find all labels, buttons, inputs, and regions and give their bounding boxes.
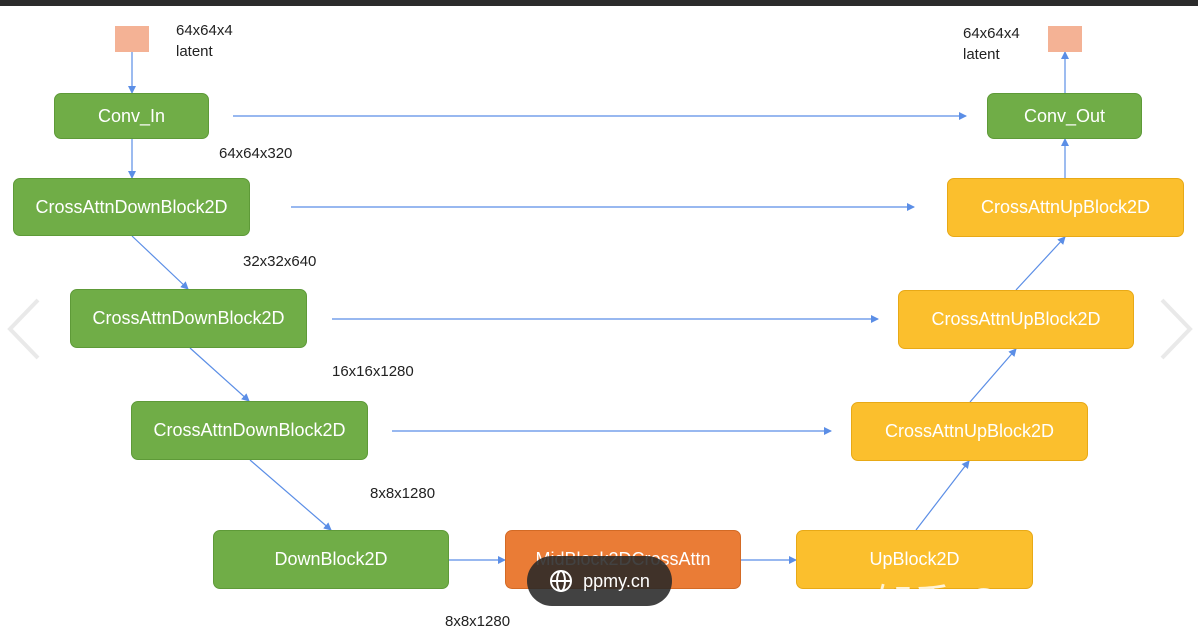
shape-label-3: 16x16x1280 xyxy=(332,363,414,380)
down-block-1: CrossAttnDownBlock2D xyxy=(13,178,250,236)
next-image-button[interactable] xyxy=(1156,296,1196,362)
shape-label-1: 64x64x320 xyxy=(219,145,293,162)
watermark-text: 知乎 @orangerfun xyxy=(876,582,1191,623)
site-badge[interactable]: ppmy.cn xyxy=(527,556,672,606)
arrow-up3-to-up4 xyxy=(1015,236,1066,291)
down-block-4: DownBlock2D xyxy=(213,530,449,589)
output-latent-square xyxy=(1048,26,1082,52)
conv-in-block: Conv_In xyxy=(54,93,209,139)
down-block-3: CrossAttnDownBlock2D xyxy=(131,401,368,460)
arrow-down3-to-down4 xyxy=(249,459,332,531)
shape-label-5: 8x8x1280 xyxy=(445,613,511,630)
chevron-right-icon xyxy=(1160,298,1193,360)
shape-label-4: 8x8x1280 xyxy=(370,485,436,502)
output-shape-label: 64x64x4 xyxy=(963,25,1020,42)
shape-label-2: 32x32x640 xyxy=(243,253,317,270)
chevron-left-icon xyxy=(7,298,40,360)
arrow-up1-to-up2 xyxy=(915,460,970,531)
site-label: ppmy.cn xyxy=(583,570,650,591)
up-block-4: CrossAttnUpBlock2D xyxy=(947,178,1184,237)
arrow-down2-to-down3 xyxy=(189,347,250,402)
up-block-1: UpBlock2D xyxy=(796,530,1033,589)
input-name-label: latent xyxy=(176,43,213,60)
prev-image-button[interactable] xyxy=(4,296,44,362)
input-shape-label: 64x64x4 xyxy=(176,22,233,39)
down-block-2: CrossAttnDownBlock2D xyxy=(70,289,307,348)
up-block-2: CrossAttnUpBlock2D xyxy=(851,402,1088,461)
arrow-down1-to-down2 xyxy=(131,235,189,290)
up-block-3: CrossAttnUpBlock2D xyxy=(898,290,1134,349)
globe-icon xyxy=(550,570,573,592)
conv-out-block: Conv_Out xyxy=(987,93,1142,139)
output-name-label: latent xyxy=(963,46,1000,63)
input-latent-square xyxy=(115,26,149,52)
arrow-up2-to-up3 xyxy=(969,348,1017,403)
top-bar xyxy=(0,0,1198,6)
